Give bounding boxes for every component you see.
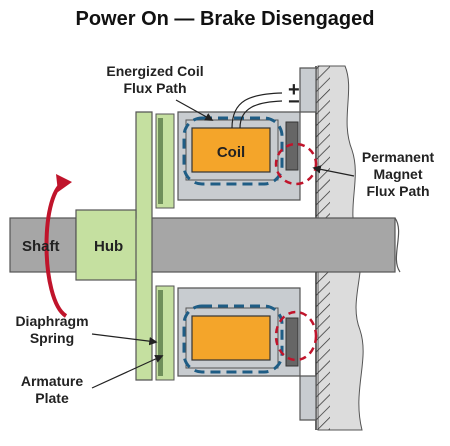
label-armature: Armature [21,373,83,389]
coil-upper [191,127,271,173]
leader-coil-flux [175,99,214,121]
rotation-arrow-head [56,174,72,192]
shaft-end [394,217,401,273]
label-plus: + [288,79,300,101]
lead-wire-2 [239,100,283,129]
pm-flux-path-lower [274,310,318,362]
label-energized-coil-flux: Flux Path [123,80,186,96]
pm-flux-path-upper [274,142,318,186]
coil-flux-path-lower [182,304,284,374]
leader-diaphragm [91,333,158,346]
diaphragm-spring-lower [158,290,163,376]
hub-collar [75,209,137,281]
label-coil: Coil [217,144,245,161]
label-magnet: Magnet [374,166,423,182]
label-hub: Hub [94,238,123,255]
leader-armature [91,354,164,389]
label-pm-flux-path: Flux Path [366,183,429,199]
diaphragm-spring-upper [158,118,163,204]
label-spring: Spring [30,330,74,346]
label-plate: Plate [35,390,69,406]
shaft [9,217,396,273]
label-shaft: Shaft [22,238,60,255]
lead-wire-1 [231,92,283,129]
label-energized-coil: Energized Coil [106,63,203,79]
magnet-lower [285,317,299,367]
leader-pm-flux [312,165,355,177]
diagram-title: Power On — Brake Disengaged [75,8,375,30]
coil-lower [191,315,271,361]
magnet-upper [285,121,299,171]
label-permanent: Permanent [362,149,435,165]
label-minus: − [288,91,300,113]
label-diaphragm: Diaphragm [15,313,88,329]
